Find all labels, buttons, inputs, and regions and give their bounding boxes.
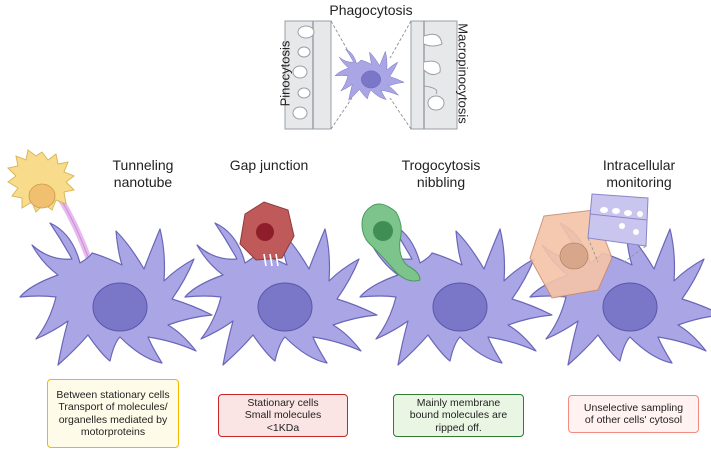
panel-title-gap-junction: Gap junction (229, 157, 309, 173)
stationary-cell-nucleus (28, 183, 56, 209)
panel-title-trogocytosis: Trogocytosis nibbling (401, 157, 481, 190)
dendritic-cell-1 (19, 222, 213, 366)
phagocytic-dendritic-cell (334, 48, 405, 101)
description-box-tunneling-nanotube: Between stationary cells Transport of mo… (47, 379, 179, 448)
trogocytosis-figure (359, 203, 553, 366)
description-box-intracellular-monitoring: Unselective sampling of other cells' cyt… (568, 395, 699, 433)
trogocytosis-target-nucleus (373, 221, 393, 241)
description-box-trogocytosis: Mainly membrane bound molecules are ripp… (393, 394, 524, 437)
phagocytosis-label: Phagocytosis (329, 2, 413, 18)
stationary-cell-spiky (6, 149, 76, 213)
pinocytosis-label: Pinocytosis (277, 40, 293, 107)
pinocytosis-membrane-panel (284, 20, 332, 130)
panel-title-intracellular-monitoring: Intracellular monitoring (602, 157, 676, 190)
phagocytosis-figure (284, 20, 458, 130)
trogocytosis-target-cell (361, 203, 421, 282)
gap-junction-figure (184, 201, 378, 366)
macropinocytosis-membrane-panel (410, 20, 458, 130)
tunneling-nanotube-figure (6, 149, 213, 366)
monitored-cell-nucleus (559, 242, 589, 270)
monitoring-membrane-inset (587, 193, 649, 263)
gap-junction-cell-nucleus (256, 223, 274, 241)
gap-junction-channels (263, 253, 279, 267)
macropinocytosis-label: Macropinocytosis (455, 23, 471, 124)
intracellular-monitoring-figure (529, 193, 711, 366)
description-box-gap-junction: Stationary cells Small molecules <1KDa (218, 394, 348, 437)
panel-title-tunneling-nanotube: Tunneling nanotube (112, 157, 174, 190)
